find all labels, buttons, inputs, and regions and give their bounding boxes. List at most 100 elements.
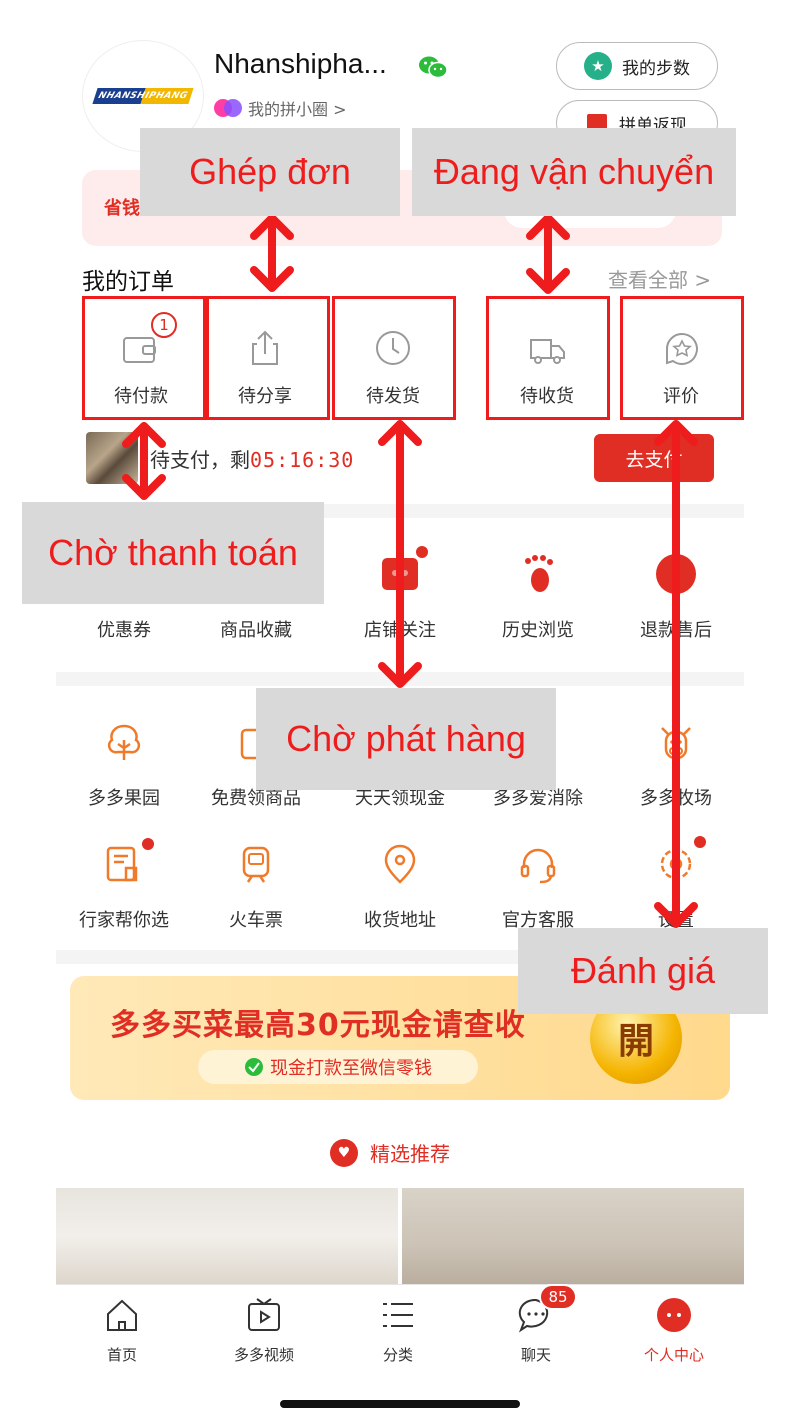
rebate-icon [587,114,607,132]
product-photo[interactable] [56,1188,398,1284]
recommend-icon [102,838,154,886]
username: Nhanshipha... [214,48,387,79]
location-icon [384,844,416,884]
product-thumbnail [86,432,138,484]
circle-icon [214,97,242,119]
quick-link-label: 退款售后 [640,620,712,641]
running-icon: ★ [584,52,612,80]
notification-dot [142,838,154,850]
wallet-icon: 1 [121,312,177,368]
service-label: 多多爱消除 [493,788,583,809]
order-pending-payment[interactable]: 1 待付款 [82,298,200,416]
clock-icon [376,331,410,365]
order-label: 待分享 [238,386,292,407]
annotation-label-dang-van-chuyen: Đang vận chuyển [412,128,736,216]
check-icon [245,1058,263,1076]
annotation-box-pending-receipt [486,296,610,420]
orders-title: 我的订单 [82,269,174,295]
tree-icon [107,724,141,760]
category-icon [383,1303,413,1327]
footprint-icon [525,555,553,592]
quick-link-label: 商品收藏 [220,620,292,641]
save-banner-text: 省钱 [104,198,140,219]
view-all-orders-link[interactable]: 查看全部 > [608,268,712,292]
service-train-ticket[interactable]: 火车票 [196,842,316,932]
service-orchard[interactable]: 多多果园 [64,720,184,810]
annotation-label-cho-phat-hang: Chờ phát hàng [256,688,556,790]
circle-link[interactable]: 我的拼小圈 > [214,96,347,120]
pending-payment-badge: 1 [151,312,177,338]
tab-label: 分类 [382,1346,413,1364]
headset-icon [520,848,556,884]
circle-link-label: 我的拼小圈 > [248,100,347,119]
order-pending-shipment[interactable]: 待发货 [334,298,452,416]
annotation-label-ghep-don: Ghép đơn [140,128,400,216]
annotation-label-cho-thanh-toan: Chờ thanh toán [22,502,324,604]
review-icon [665,332,698,365]
annotation-label-danh-gia: Đánh giá [518,928,768,1014]
wechat-icon [419,56,448,79]
tab-label: 聊天 [520,1346,551,1364]
service-settings[interactable]: 设置 [616,836,736,932]
service-label: 多多果园 [88,788,160,809]
section-divider [56,672,744,686]
promo-title: 多多买菜最高30元现金请查收 [110,1008,526,1043]
recommend-header: ♥ 精选推荐 [330,1138,450,1167]
quick-link-refund[interactable]: 退款售后 [616,552,736,642]
tab-home[interactable]: 首页 [62,1296,182,1365]
notification-dot [416,546,428,558]
tab-profile[interactable]: 个人中心 [614,1296,734,1365]
my-steps-button[interactable]: ★ 我的步数 [556,42,718,90]
service-label: 行家帮你选 [79,910,169,931]
service-label: 火车票 [229,910,283,931]
annotation-box-review [620,296,744,420]
service-customer-support[interactable]: 官方客服 [478,842,598,932]
annotation-box-pending-payment [82,296,206,420]
promo-subtitle-pill: 现金打款至微信零钱 [198,1050,478,1084]
quick-link-label: 店铺关注 [364,620,436,641]
order-label: 待付款 [114,386,168,407]
order-pending-share[interactable]: 待分享 [206,298,324,416]
order-label: 评价 [663,386,699,407]
tab-video[interactable]: 多多视频 [204,1296,324,1365]
share-icon [252,330,278,365]
product-photo[interactable] [402,1188,744,1284]
video-icon [248,1298,280,1331]
tab-label: 个人中心 [643,1346,704,1364]
service-expert-pick[interactable]: 行家帮你选 [64,838,184,932]
store-icon [378,546,428,596]
annotation-box-pending-share [206,296,330,420]
refund-icon [656,554,696,594]
promo-subtitle: 现金打款至微信零钱 [270,1058,432,1079]
pending-payment-text: 待支付，剩05:16:30 [150,444,354,473]
order-label: 待发货 [366,386,420,407]
pay-now-button[interactable]: 去支付 [594,434,714,482]
chat-icon: 85 [517,1284,577,1334]
service-label: 天天领现金 [355,788,445,809]
notification-dot [694,836,706,848]
payment-countdown: 05:16:30 [250,448,355,472]
service-label: 多多牧场 [640,788,712,809]
home-icon [107,1299,137,1331]
quick-link-label: 历史浏览 [502,620,574,641]
order-pending-receipt[interactable]: 待收货 [488,298,606,416]
service-label: 免费领商品 [211,788,301,809]
order-review[interactable]: 评价 [622,298,740,416]
tab-chat[interactable]: 85 聊天 [476,1284,596,1365]
profile-icon [657,1298,691,1332]
bottom-tab-bar [56,1284,744,1384]
truck-icon [530,339,565,364]
quick-link-history[interactable]: 历史浏览 [478,552,598,642]
tab-label: 首页 [106,1346,137,1364]
tab-category[interactable]: 分类 [338,1296,458,1365]
chat-unread-badge: 85 [539,1284,577,1310]
cow-icon [661,727,691,760]
service-address[interactable]: 收货地址 [340,842,460,932]
settings-icon [654,836,706,886]
tab-label: 多多视频 [233,1346,294,1364]
quick-link-label: 优惠券 [97,620,151,641]
pending-prefix: 待支付，剩 [150,448,250,472]
service-ranch[interactable]: 多多牧场 [616,720,736,810]
quick-link-store-follow[interactable]: 店铺关注 [340,546,460,642]
service-label: 官方客服 [502,910,574,931]
